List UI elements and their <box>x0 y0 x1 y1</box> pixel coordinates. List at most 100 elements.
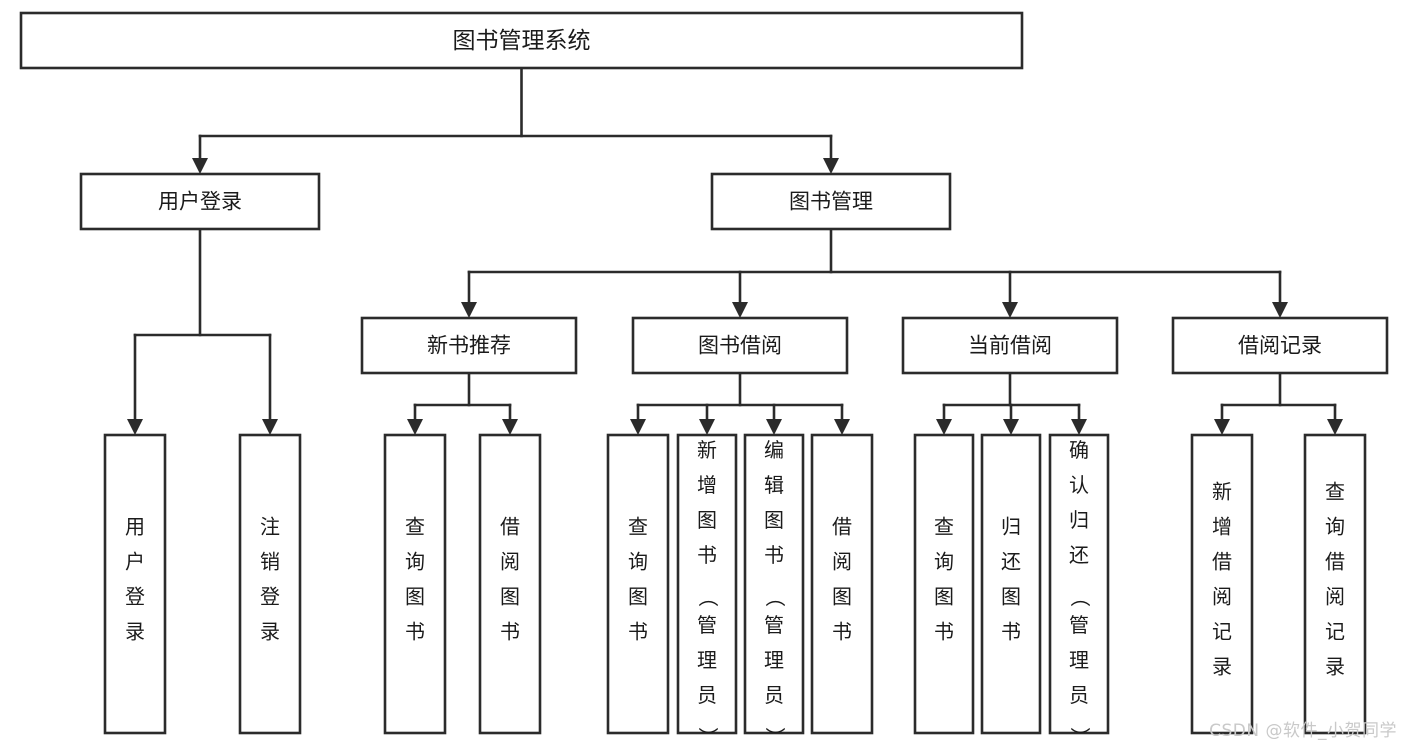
vertical-label-char: 书 <box>500 620 520 644</box>
arrow-head-icon <box>262 419 278 435</box>
vertical-label-char: 书 <box>832 620 852 644</box>
vertical-label-char: 图 <box>832 585 852 609</box>
box-label: 图书借阅 <box>698 334 782 358</box>
vertical-label-char: 新 <box>697 438 717 462</box>
vertical-label-char: 管 <box>1069 613 1089 637</box>
box-outline <box>710 172 952 231</box>
arrow-head-icon <box>192 158 208 174</box>
connector-lines <box>127 66 1343 435</box>
vertical-label-char: 阅 <box>500 550 520 574</box>
vertical-label-char: 确 <box>1069 438 1089 462</box>
vertical-label-char: 注 <box>260 515 280 539</box>
vertical-label-char: 辑 <box>764 473 784 497</box>
node-level2-book-borrow[interactable]: 图书借阅 <box>631 316 849 375</box>
vertical-label-char: 借 <box>832 515 852 539</box>
vertical-label-char: 登 <box>125 585 145 609</box>
vertical-label-char: 理 <box>697 648 717 672</box>
vertical-label-char: 书 <box>405 620 425 644</box>
node-root-root[interactable]: 图书管理系统 <box>19 11 1024 70</box>
box-outline <box>810 433 874 735</box>
arrow-head-icon <box>699 419 715 435</box>
box-outline <box>676 433 738 735</box>
vertical-label-char: 书 <box>1001 620 1021 644</box>
vertical-label-char: 归 <box>1001 515 1021 539</box>
vertical-label-char: 查 <box>1325 480 1345 504</box>
box-outline <box>1171 316 1389 375</box>
arrow-head-icon <box>1214 419 1230 435</box>
vertical-label-char: 还 <box>1069 543 1089 567</box>
vertical-label-char: 询 <box>405 550 425 574</box>
arrow-head-icon <box>502 419 518 435</box>
vertical-label-char: 管 <box>764 613 784 637</box>
vertical-label-char: 录 <box>125 620 145 644</box>
vertical-label-char: 理 <box>764 648 784 672</box>
arrow-head-icon <box>1327 419 1343 435</box>
node-level2-current-borrow[interactable]: 当前借阅 <box>901 316 1119 375</box>
arrow-head-icon <box>127 419 143 435</box>
vertical-label-char: 员 <box>1069 683 1089 707</box>
box-outline <box>360 316 578 375</box>
node-level1-book-manage[interactable]: 图书管理 <box>710 172 952 231</box>
node-level2-borrow-record[interactable]: 借阅记录 <box>1171 316 1389 375</box>
vertical-label-char: 员 <box>764 683 784 707</box>
box-outline <box>383 433 447 735</box>
arrow-head-icon <box>823 158 839 174</box>
box-label: 图书管理 <box>789 190 873 214</box>
vertical-label-char: 录 <box>1212 655 1232 679</box>
vertical-label-char: 图 <box>405 585 425 609</box>
vertical-label-char: 阅 <box>1212 585 1232 609</box>
vertical-label-char: 登 <box>260 585 280 609</box>
vertical-label-char: 记 <box>1212 620 1232 644</box>
vertical-label-char: 图 <box>934 585 954 609</box>
node-level1-user-login[interactable]: 用户登录 <box>79 172 321 231</box>
vertical-label-char: ） <box>696 727 720 747</box>
box-outline <box>743 433 805 735</box>
vertical-label-char: 阅 <box>1325 585 1345 609</box>
vertical-label-char: 理 <box>1069 648 1089 672</box>
vertical-label-char: ） <box>1068 727 1092 747</box>
node-level2-new-book-recommend[interactable]: 新书推荐 <box>360 316 578 375</box>
vertical-label-char: 还 <box>1001 550 1021 574</box>
vertical-label-char: 书 <box>934 620 954 644</box>
vertical-label-char: 图 <box>628 585 648 609</box>
box-outline <box>913 433 975 735</box>
vertical-label-char: 图 <box>697 508 717 532</box>
vertical-label-char: 图 <box>1001 585 1021 609</box>
vertical-label-char: 管 <box>697 613 717 637</box>
box-label: 当前借阅 <box>968 334 1052 358</box>
vertical-label-char: 认 <box>1069 473 1089 497</box>
vertical-label-char: 阅 <box>832 550 852 574</box>
arrow-head-icon <box>732 302 748 318</box>
vertical-label-char: （ <box>1068 587 1092 607</box>
vertical-label: 用户登录 <box>125 515 145 644</box>
box-outline <box>79 172 321 231</box>
leaf-node-leaf-user-login[interactable]: 用户登录 <box>103 433 167 735</box>
box-outline <box>238 433 302 735</box>
vertical-label-char: （ <box>696 587 720 607</box>
vertical-label-char: 书 <box>764 543 784 567</box>
